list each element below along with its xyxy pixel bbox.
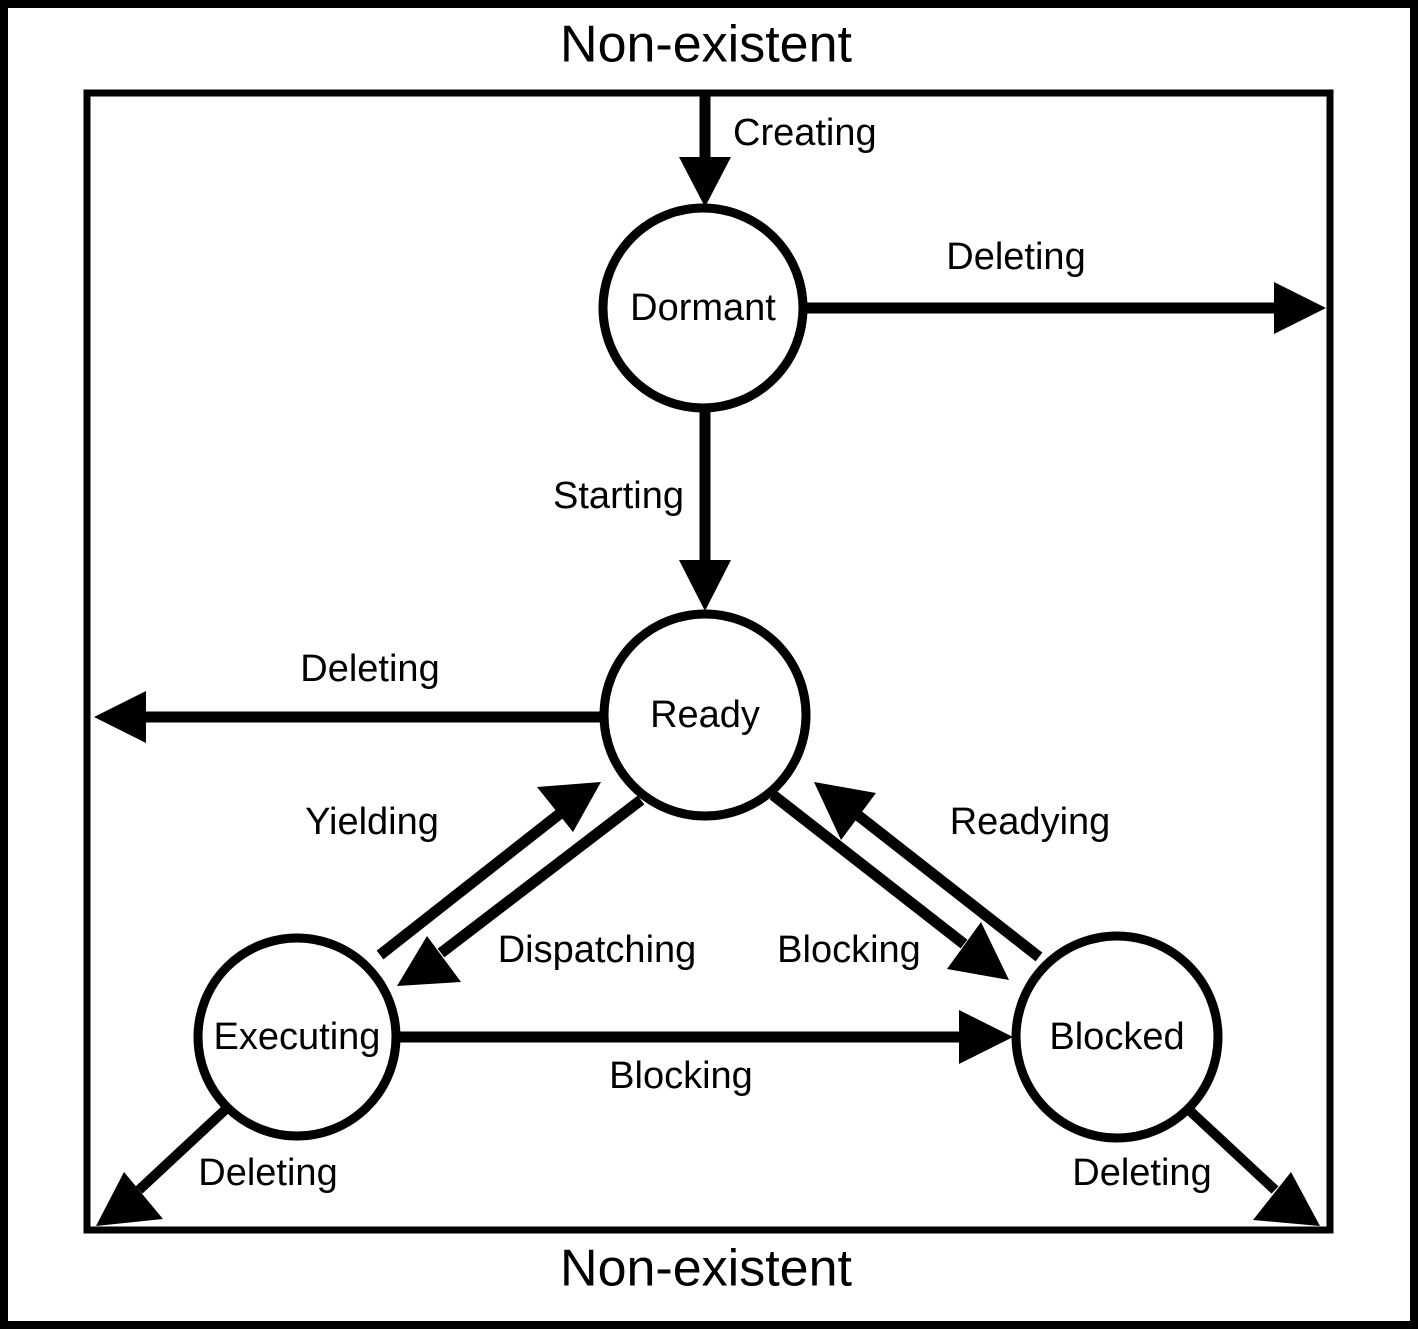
state-executing-label: Executing [214,1016,381,1058]
transition-creating: Creating [679,96,877,207]
transition-blocked-deleting-arrowhead [1253,1172,1320,1226]
transition-ready-deleting-arrowhead [94,691,146,743]
transition-starting: Starting [553,412,731,611]
state-dormant-circle[interactable] [598,203,808,413]
state-dormant-label: Dormant [630,287,776,329]
transition-blocking-from-ready-line [769,790,968,949]
transition-dormant-deleting: Deleting [803,236,1326,334]
state-node-executing[interactable]: Executing [193,933,401,1141]
state-ready-label: Ready [650,694,760,736]
transition-blocked-deleting-line [1185,1106,1279,1194]
transition-starting-arrowhead [679,560,731,611]
transition-dormant-deleting-label: Deleting [946,236,1085,278]
state-node-blocked[interactable]: Blocked [1011,931,1223,1143]
zone-label-non-existent-top: Non-existent [560,16,852,74]
transition-yielding-arrowhead [537,782,601,832]
state-blocked-label: Blocked [1049,1016,1184,1058]
transition-blocking-from-ready-arrowhead [947,922,1009,980]
transition-blocking-from-executing-label: Blocking [609,1055,753,1097]
transition-creating-arrowhead [679,157,731,207]
transition-executing-deleting: Deleting [96,1105,338,1226]
transition-readying-line [851,808,1043,962]
state-node-dormant[interactable]: Dormant [598,203,808,413]
transition-dispatching-arrowhead [397,936,461,986]
transition-blocked-deleting: Deleting [1072,1106,1320,1226]
transition-blocking-from-executing: Blocking [400,1010,1013,1097]
transition-readying-label: Readying [950,801,1111,843]
zone-label-non-existent-bottom: Non-existent [560,1240,852,1298]
transition-blocking-from-ready-label: Blocking [777,929,921,971]
transition-executing-deleting-arrowhead [96,1172,163,1226]
inner-frame-existent-region [83,89,1334,1234]
transition-starting-label: Starting [553,475,684,517]
state-node-ready[interactable]: Ready [599,609,811,821]
transition-ready-deleting-label: Deleting [300,648,439,690]
transition-creating-label: Creating [733,112,877,154]
transition-ready-deleting: Deleting [94,648,604,743]
transition-readying-arrowhead [814,782,876,840]
state-ready-circle[interactable] [599,609,811,821]
state-blocked-circle[interactable] [1011,931,1223,1143]
transition-dispatching: Dispatching [397,795,697,986]
transition-executing-deleting-label: Deleting [198,1152,337,1194]
transition-yielding-label: Yielding [305,801,439,843]
transition-blocking-from-executing-arrowhead [959,1010,1013,1064]
transition-dispatching-label: Dispatching [498,929,697,971]
state-executing-circle[interactable] [193,933,401,1141]
transition-yielding-line [376,807,566,960]
transition-yielding: Yielding [305,782,601,960]
transition-readying: Readying [814,782,1111,962]
transition-blocking-from-ready: Blocking [769,790,1009,980]
transition-executing-deleting-line [135,1105,230,1194]
transition-dispatching-line [437,795,645,958]
transition-blocked-deleting-label: Deleting [1072,1152,1211,1194]
transition-dormant-deleting-arrowhead [1274,282,1326,334]
